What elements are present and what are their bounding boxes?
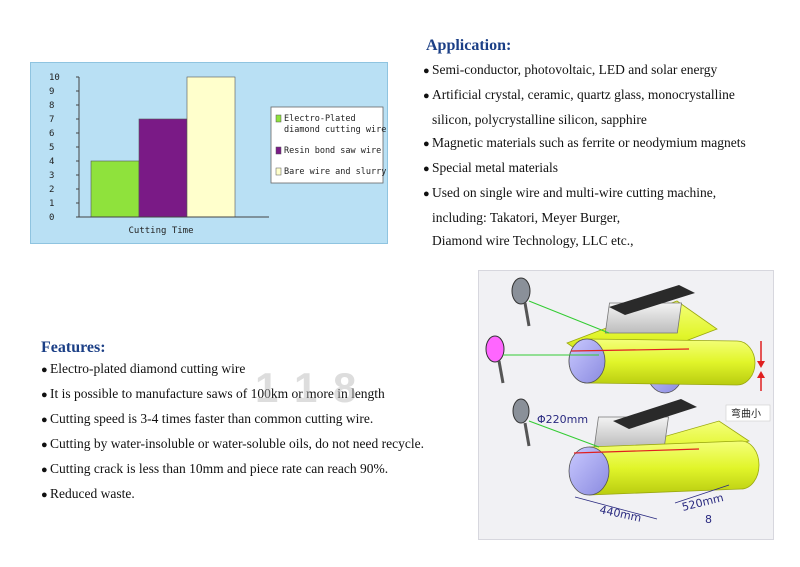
features-title: Features: xyxy=(41,339,106,356)
width-label-440: 440mm xyxy=(598,503,642,525)
application-item: ●Artificial crystal, ceramic, quartz gla… xyxy=(423,83,746,108)
diameter-label: Φ220mm xyxy=(537,413,588,426)
application-item: ●Semi-conductor, photovoltaic, LED and s… xyxy=(423,58,746,83)
application-item: silicon, polycrystalline silicon, sapphi… xyxy=(423,108,746,131)
y-tick-label: 6 xyxy=(49,129,54,139)
bullet-icon: ● xyxy=(423,65,430,77)
list-item-text: Semi-conductor, photovoltaic, LED and so… xyxy=(432,62,718,77)
bullet-icon: ● xyxy=(41,464,48,476)
bend-label: 弯曲小 xyxy=(731,407,761,420)
application-item: ●Special metal materials xyxy=(423,156,746,181)
list-item-text: Diamond wire Technology, LLC etc., xyxy=(432,233,634,248)
bar-2 xyxy=(138,118,188,218)
bullet-icon: ● xyxy=(41,414,48,426)
application-item: ●Used on single wire and multi-wire cutt… xyxy=(423,181,746,206)
list-item-text: Cutting crack is less than 10mm and piec… xyxy=(50,461,389,476)
y-tick-label: 0 xyxy=(49,213,54,223)
bullet-icon: ● xyxy=(423,90,430,102)
y-tick-label: 10 xyxy=(49,73,60,83)
bullet-icon: ● xyxy=(41,364,48,376)
legend-label: Bare wire and slurry xyxy=(284,167,386,177)
upper-roller-set xyxy=(566,285,756,394)
list-item-text: Used on single wire and multi-wire cutti… xyxy=(432,185,717,200)
application-list: ●Semi-conductor, photovoltaic, LED and s… xyxy=(423,58,746,252)
x-axis-label: Cutting Time xyxy=(128,226,193,236)
legend-label: Resin bond saw wire xyxy=(284,146,381,156)
bullet-icon: ● xyxy=(41,389,48,401)
feature-item: ●Reduced waste. xyxy=(41,482,424,507)
legend-label: Electro-Plated xyxy=(284,114,356,124)
wire-saw-diagram: 弯曲小 Φ220mm 440mm 520mm 8 xyxy=(485,277,771,526)
application-title: Application: xyxy=(426,37,512,54)
list-item-text: Cutting speed is 3-4 times faster than c… xyxy=(50,411,374,426)
application-item: ●Magnetic materials such as ferrite or n… xyxy=(423,131,746,156)
y-tick-label: 8 xyxy=(49,101,54,111)
bar-1 xyxy=(90,160,140,218)
y-tick-label: 4 xyxy=(49,157,54,167)
y-tick-label: 3 xyxy=(49,171,54,181)
list-item-text: Special metal materials xyxy=(432,160,558,175)
legend-box xyxy=(270,106,384,184)
application-item: Diamond wire Technology, LLC etc., xyxy=(423,229,746,252)
width-label-520: 520mm xyxy=(681,491,725,514)
legend-swatch xyxy=(275,167,282,176)
feature-item: ●Cutting crack is less than 10mm and pie… xyxy=(41,457,424,482)
y-tick-label: 7 xyxy=(49,115,54,125)
legend-swatch xyxy=(275,146,282,155)
wire-spools xyxy=(485,277,610,448)
y-tick-label: 2 xyxy=(49,185,54,195)
y-tick-label: 5 xyxy=(49,143,54,153)
list-item-text: Magnetic materials such as ferrite or ne… xyxy=(432,135,746,150)
feature-item: ●Electro-plated diamond cutting wire xyxy=(41,357,424,382)
bullet-icon: ● xyxy=(423,163,430,175)
application-item: including: Takatori, Meyer Burger, xyxy=(423,206,746,229)
list-item-text: Artificial crystal, ceramic, quartz glas… xyxy=(432,87,735,102)
y-tick-label: 1 xyxy=(49,199,54,209)
bar-3 xyxy=(186,76,236,218)
list-item-text: It is possible to manufacture saws of 10… xyxy=(50,386,385,401)
list-item-text: Reduced waste. xyxy=(50,486,135,501)
lower-roller-set xyxy=(568,399,760,496)
features-list: ●Electro-plated diamond cutting wire●It … xyxy=(41,357,424,507)
list-item-text: including: Takatori, Meyer Burger, xyxy=(432,210,621,225)
bullet-icon: ● xyxy=(423,138,430,150)
bullet-icon: ● xyxy=(423,188,430,200)
list-item-text: silicon, polycrystalline silicon, sapphi… xyxy=(432,112,647,127)
bullet-icon: ● xyxy=(41,439,48,451)
list-item-text: Cutting by water-insoluble or water-solu… xyxy=(50,436,424,451)
bullet-icon: ● xyxy=(41,489,48,501)
width-label-suffix: 8 xyxy=(705,513,712,526)
y-tick-label: 9 xyxy=(49,87,54,97)
feature-item: ●Cutting speed is 3-4 times faster than … xyxy=(41,407,424,432)
feature-item: ●Cutting by water-insoluble or water-sol… xyxy=(41,432,424,457)
feature-item: ●It is possible to manufacture saws of 1… xyxy=(41,382,424,407)
legend-label: diamond cutting wire xyxy=(284,125,386,135)
list-item-text: Electro-plated diamond cutting wire xyxy=(50,361,246,376)
legend-swatch xyxy=(275,114,282,123)
wire-saw-illustration: 弯曲小 Φ220mm 440mm 520mm 8 xyxy=(478,270,774,540)
